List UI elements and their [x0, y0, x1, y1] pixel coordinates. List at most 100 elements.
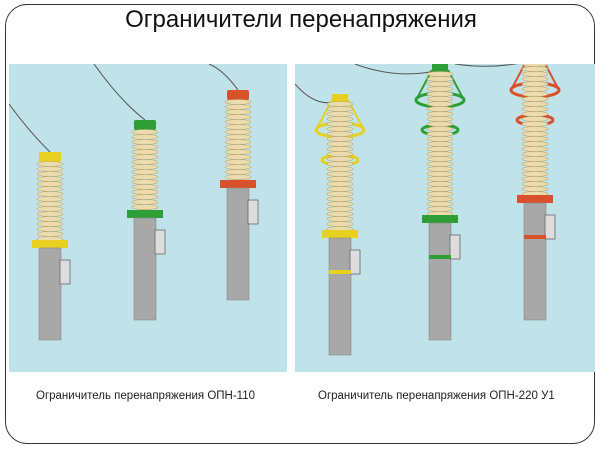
insulator-shed [131, 204, 159, 210]
insulator-shed [426, 181, 454, 187]
figure-opn-220 [295, 64, 595, 372]
insulator-shed [426, 171, 454, 177]
insulator-shed [426, 121, 454, 127]
insulator-shed [326, 201, 354, 207]
insulator-shed [224, 124, 252, 130]
insulator-shed [426, 131, 454, 137]
insulator-shed [326, 186, 354, 192]
insulator-shed [36, 231, 64, 237]
insulator-shed [521, 96, 549, 102]
counter-box [544, 214, 556, 240]
arrester-cap [134, 120, 156, 130]
insulator-shed [426, 86, 454, 92]
counter-box [449, 234, 461, 260]
insulator-shed [131, 169, 159, 175]
insulator-shed [521, 151, 549, 157]
insulator-shed [224, 139, 252, 145]
insulator-shed [224, 104, 252, 110]
insulator-shed [326, 141, 354, 147]
insulator-shed [326, 111, 354, 117]
insulator-shed [426, 111, 454, 117]
insulator-shed [224, 169, 252, 175]
insulator-shed [131, 144, 159, 150]
support-column [523, 202, 547, 321]
insulator-shed [521, 101, 549, 107]
counter-box [349, 249, 361, 275]
insulator-shed [521, 81, 549, 87]
base-flange [127, 210, 163, 218]
insulator-shed [36, 216, 64, 222]
insulator-shed [426, 176, 454, 182]
insulator-shed [131, 194, 159, 200]
insulator-shed [521, 141, 549, 147]
wire [208, 64, 239, 91]
arrester-cap [432, 64, 448, 72]
insulator-shed [326, 171, 354, 177]
insulator-shed [326, 181, 354, 187]
base-flange [517, 195, 553, 203]
insulator-shed [131, 184, 159, 190]
column-band [524, 235, 546, 239]
insulator-shed [326, 146, 354, 152]
slide-title: Ограничители перенапряжения [125, 6, 477, 33]
insulator-shed [521, 106, 549, 112]
insulator-shed [326, 211, 354, 217]
insulator-shed [521, 161, 549, 167]
insulator-shed [326, 151, 354, 157]
insulator-shed [326, 131, 354, 137]
insulator-shed [224, 159, 252, 165]
insulator-shed [521, 66, 549, 72]
insulator-shed [131, 154, 159, 160]
insulator-shed [36, 201, 64, 207]
insulator-shed [426, 151, 454, 157]
insulator-shed [426, 76, 454, 82]
insulator-shed [131, 129, 159, 135]
base-flange [32, 240, 68, 248]
insulator-shed [36, 161, 64, 167]
insulator-shed [326, 161, 354, 167]
insulator-shed [131, 134, 159, 140]
insulator-shed [36, 191, 64, 197]
counter-box [154, 229, 166, 255]
insulator-shed [521, 156, 549, 162]
wire [9, 103, 51, 153]
insulator-shed [36, 171, 64, 177]
insulator-shed [426, 186, 454, 192]
insulator-shed [521, 116, 549, 122]
insulator-shed [131, 149, 159, 155]
insulator-shed [36, 221, 64, 227]
column-band [329, 270, 351, 274]
insulator-shed [426, 206, 454, 212]
insulator-shed [521, 146, 549, 152]
insulator-shed [326, 106, 354, 112]
insulator-shed [426, 106, 454, 112]
arrester-cap [332, 94, 348, 102]
counter-box [247, 199, 259, 225]
insulator-shed [426, 161, 454, 167]
insulator-shed [224, 129, 252, 135]
insulator-shed [131, 199, 159, 205]
insulator-shed [36, 196, 64, 202]
insulator-shed [521, 91, 549, 97]
insulator-shed [521, 171, 549, 177]
insulator-shed [36, 206, 64, 212]
insulator-shed [326, 126, 354, 132]
insulator-shed [326, 191, 354, 197]
figure-opn-110 [9, 64, 287, 372]
insulator-shed [224, 119, 252, 125]
insulator-shed [426, 116, 454, 122]
insulator-shed [521, 181, 549, 187]
insulator-shed [224, 144, 252, 150]
support-column [328, 237, 352, 356]
insulator-shed [224, 164, 252, 170]
insulator-shed [521, 176, 549, 182]
counter-box [59, 259, 71, 285]
opn-110-illustration [9, 64, 259, 341]
base-flange [220, 180, 256, 188]
insulator-shed [521, 111, 549, 117]
insulator-shed [36, 211, 64, 217]
opn-220-illustration [295, 64, 561, 356]
wire [354, 64, 441, 75]
insulator-shed [426, 81, 454, 87]
insulator-shed [426, 146, 454, 152]
